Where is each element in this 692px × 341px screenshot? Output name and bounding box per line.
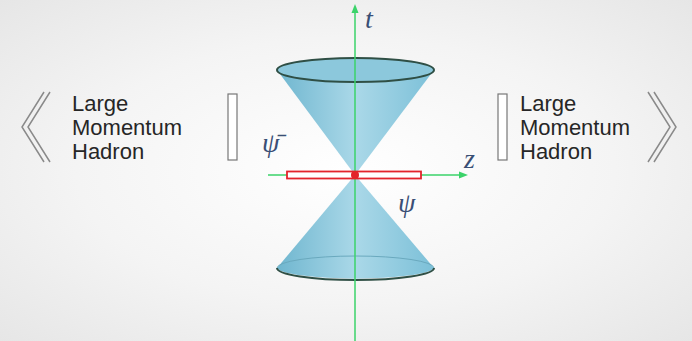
axis-label: t [365,4,373,34]
double-bar [228,94,237,160]
axis-label: z [464,144,475,174]
hadron-label: Large Momentum Hadron [72,92,197,164]
wilson-line [287,172,421,179]
angle-bracket [648,92,670,162]
hadron-label: Large Momentum Hadron [520,92,645,164]
angle-bracket [22,92,44,162]
angle-bracket [654,92,676,162]
field-label: ψ [398,188,415,218]
angle-bracket [28,92,50,162]
vertex-dot [351,171,359,179]
axis-arrow [352,4,359,13]
field-label: ψ̄ [262,128,279,158]
double-bar [498,94,507,160]
